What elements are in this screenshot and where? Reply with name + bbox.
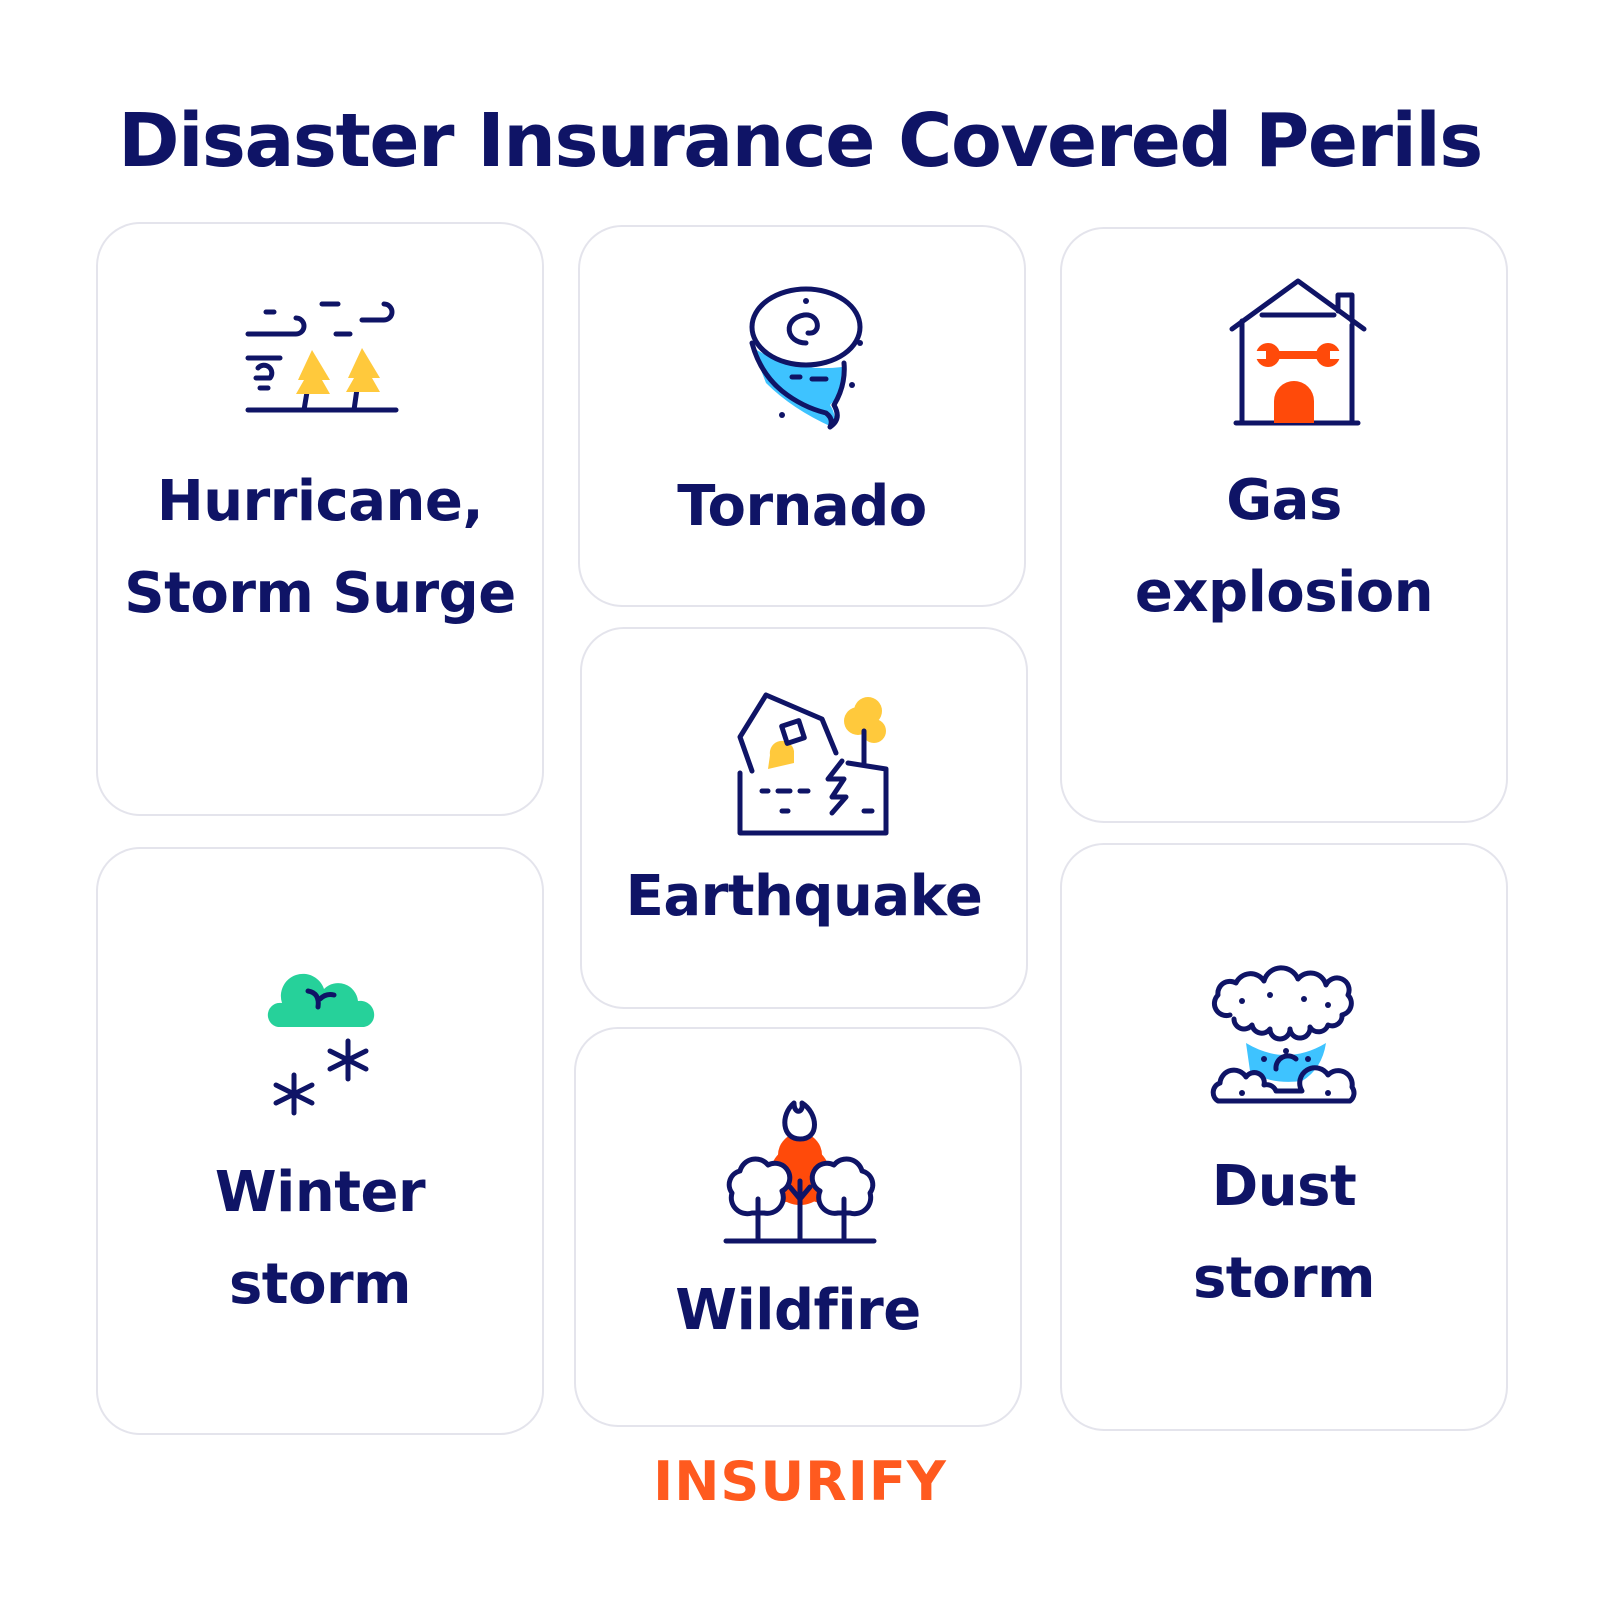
peril-label-line: Tornado: [677, 474, 927, 539]
peril-label-line: Earthquake: [625, 864, 983, 929]
peril-card-gas-explosion: Gas explosion: [1060, 227, 1508, 823]
dust-cloud-icon: [1210, 965, 1357, 1104]
peril-card-winter-storm: Winter storm: [96, 847, 544, 1435]
peril-card-hurricane: Hurricane, Storm Surge: [96, 222, 544, 816]
house-gas-icon: [1229, 278, 1367, 426]
peril-label-line: explosion: [1134, 560, 1434, 625]
snow-cloud-icon: [267, 973, 375, 1116]
peril-card-dust-storm: Dust storm: [1060, 843, 1508, 1431]
insurify-logo: INSURIFY: [653, 1450, 947, 1513]
peril-label-line: Dust: [1211, 1154, 1357, 1219]
peril-label-line: Gas: [1226, 468, 1342, 533]
peril-label-line: Storm Surge: [124, 561, 516, 626]
peril-card-earthquake: Earthquake: [580, 627, 1028, 1009]
peril-label-line: Winter: [214, 1160, 426, 1225]
peril-label-line: Hurricane,: [156, 469, 484, 534]
wind-trees-icon: [245, 301, 399, 413]
tornado-icon: [749, 286, 863, 430]
page-title: Disaster Insurance Covered Perils: [118, 98, 1483, 184]
peril-card-tornado: Tornado: [578, 225, 1026, 607]
peril-card-wildfire: Wildfire: [574, 1027, 1022, 1427]
earthquake-house-icon: [737, 692, 889, 836]
peril-label-line: Wildfire: [675, 1278, 921, 1343]
peril-label-line: storm: [228, 1252, 412, 1317]
burning-trees-icon: [723, 1100, 877, 1244]
peril-label-line: storm: [1192, 1246, 1376, 1311]
